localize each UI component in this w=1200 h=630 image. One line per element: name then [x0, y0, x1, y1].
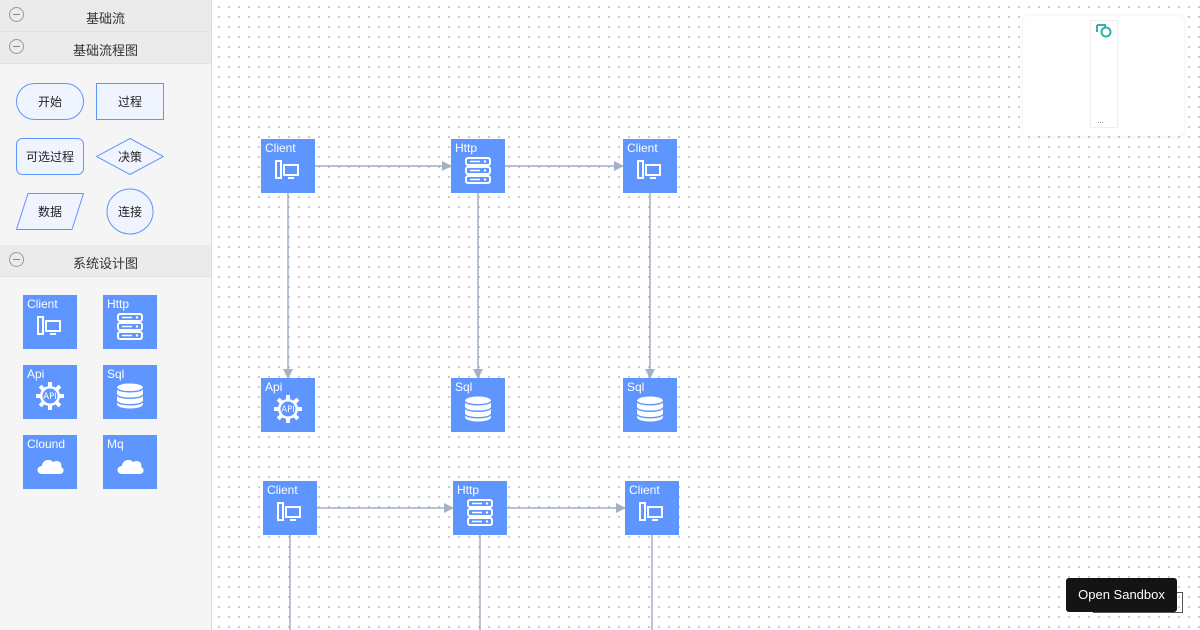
server-icon — [467, 499, 493, 526]
edges-layer — [283, 161, 655, 630]
database-icon — [116, 383, 144, 409]
stencil-node-client[interactable]: Client — [23, 295, 77, 349]
server-icon — [465, 157, 491, 184]
client-icon — [275, 160, 299, 179]
shape-process[interactable]: 过程 — [96, 83, 164, 120]
stencil-node-http[interactable]: Http — [103, 295, 157, 349]
stencil-node-api[interactable]: Api API — [23, 365, 77, 419]
canvas-node-client[interactable]: Client — [623, 139, 677, 193]
minimap-caption: ... — [1097, 116, 1104, 125]
shape-data[interactable]: 数据 — [16, 193, 84, 230]
node-label: Client — [267, 483, 298, 497]
group-title: 基础流 — [85, 11, 125, 26]
shape-label: 数据 — [37, 205, 62, 219]
canvas-node-sql[interactable]: Sql — [623, 378, 677, 432]
client-icon — [639, 502, 663, 521]
node-label: Client — [629, 483, 660, 497]
shape-decision[interactable]: 决策 — [96, 138, 164, 175]
node-label: Http — [455, 141, 478, 155]
open-sandbox-button[interactable]: Open Sandbox — [1066, 578, 1177, 612]
minimap-viewport[interactable]: ... — [1090, 20, 1118, 128]
group-header-basic[interactable]: 基础流 — [0, 0, 211, 32]
shape-start[interactable]: 开始 — [16, 83, 84, 120]
client-icon — [637, 160, 661, 179]
node-label: Sql — [107, 367, 125, 381]
node-label: Client — [627, 141, 658, 155]
cloud-icon — [37, 459, 64, 474]
node-label: Api — [27, 367, 45, 381]
group-title: 基础流程图 — [72, 43, 138, 58]
node-label: Client — [265, 141, 296, 155]
canvas-node-http[interactable]: Http — [451, 139, 505, 193]
canvas-node-client[interactable]: Client — [261, 139, 315, 193]
shape-label: 开始 — [37, 95, 62, 109]
api-gear-icon: API — [274, 395, 302, 423]
node-label: Client — [27, 297, 58, 311]
node-label: Mq — [107, 437, 124, 451]
canvas-node-api[interactable]: Api API — [261, 378, 315, 432]
shape-label: 可选过程 — [25, 150, 74, 164]
group-title: 系统设计图 — [72, 256, 138, 271]
canvas-node-client[interactable]: Client — [625, 481, 679, 535]
api-gear-icon: API — [36, 382, 64, 410]
stencil-node-mq[interactable]: Mq — [103, 435, 157, 489]
group-header-flowchart[interactable]: 基础流程图 — [0, 32, 211, 64]
node-label: Clound — [27, 437, 66, 451]
node-label: Sql — [455, 380, 473, 394]
canvas-node-http[interactable]: Http — [453, 481, 507, 535]
collapse-icon[interactable] — [9, 39, 24, 54]
database-icon — [636, 396, 664, 422]
node-label: Http — [107, 297, 130, 311]
shape-label: 连接 — [117, 205, 142, 219]
client-icon — [277, 502, 301, 521]
stencil-sidebar: 基础流 基础流程图 开始 过程 可选过程 决策 数据 连接 系统设计图 Clie… — [0, 0, 212, 630]
collapse-icon[interactable] — [9, 252, 24, 267]
stencil-node-cloud[interactable]: Clound — [23, 435, 77, 489]
shape-connector[interactable]: 连接 — [106, 188, 154, 235]
node-label: Api — [265, 380, 283, 394]
collapse-icon[interactable] — [9, 7, 24, 22]
shape-label: 过程 — [117, 95, 142, 109]
canvas-node-sql[interactable]: Sql — [451, 378, 505, 432]
svg-text:API: API — [281, 405, 294, 415]
group-header-system[interactable]: 系统设计图 — [0, 245, 211, 277]
node-label: Http — [457, 483, 480, 497]
minimap-viewport-icon[interactable] — [1095, 23, 1113, 39]
stencil-node-sql[interactable]: Sql — [103, 365, 157, 419]
server-icon — [117, 313, 143, 340]
client-icon — [37, 316, 61, 335]
shape-label: 决策 — [117, 150, 142, 164]
canvas-node-client[interactable]: Client — [263, 481, 317, 535]
minimap[interactable]: ... — [1023, 16, 1184, 136]
node-label: Sql — [627, 380, 645, 394]
shape-optional-process[interactable]: 可选过程 — [16, 138, 84, 175]
svg-text:API: API — [43, 392, 56, 402]
database-icon — [464, 396, 492, 422]
cloud-icon — [117, 459, 144, 474]
